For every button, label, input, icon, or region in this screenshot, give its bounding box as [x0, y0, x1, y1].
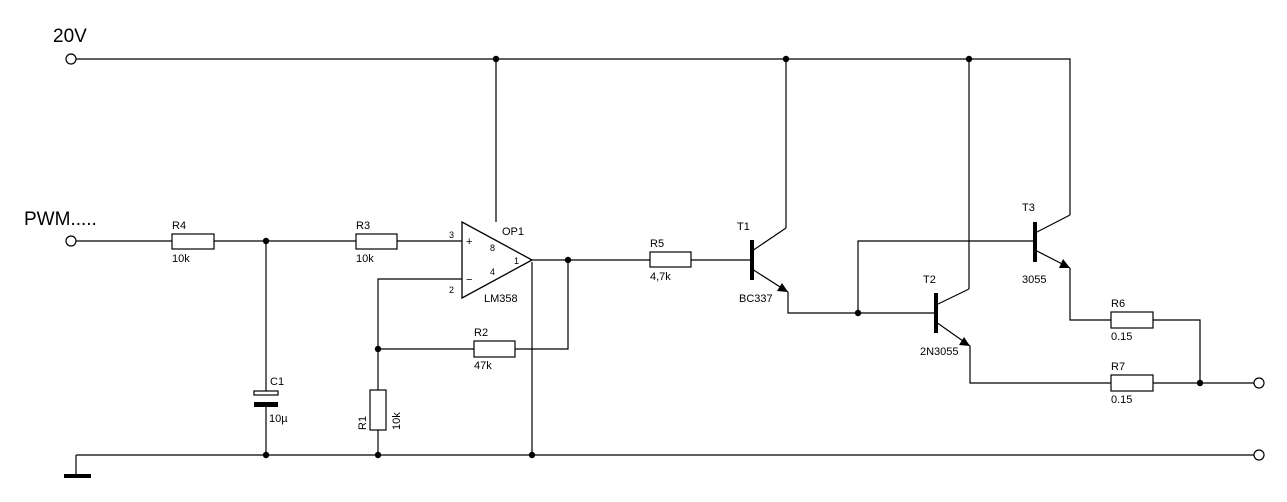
- opamp-name-label: OP1: [502, 226, 524, 238]
- junction-dot: [528, 451, 536, 459]
- junction-dot: [492, 55, 500, 63]
- t2-emitter-wire: [969, 346, 1111, 384]
- r6-name-label: R6: [1111, 298, 1125, 310]
- r4-value-label: 10k: [172, 253, 190, 265]
- t3-emitter-wire: [1069, 268, 1111, 321]
- transistor-t1[interactable]: [750, 227, 789, 293]
- junctions: [262, 55, 1204, 459]
- resistor-r6[interactable]: [1110, 311, 1154, 329]
- resistor-r4[interactable]: [171, 233, 215, 250]
- ground-return-terminal[interactable]: [1253, 449, 1265, 461]
- junction-dot: [965, 55, 973, 63]
- resistor-r2[interactable]: [473, 340, 516, 358]
- capacitor-plate-bottom: [254, 402, 278, 407]
- c1-value-label: 10µ: [269, 413, 288, 425]
- t2-name-label: T2: [923, 274, 936, 286]
- transistor-t2[interactable]: [934, 288, 971, 347]
- junction-dot: [262, 237, 270, 245]
- junction-dot: [374, 345, 382, 353]
- t1-part-label: BC337: [739, 293, 773, 305]
- r7-value-label: 0.15: [1111, 394, 1132, 406]
- t1-emitter-arrow-icon: [777, 283, 788, 292]
- resistor-r7[interactable]: [1110, 374, 1154, 392]
- resistor-r3[interactable]: [355, 233, 398, 250]
- r4-name-label: R4: [172, 220, 186, 232]
- t3-part-label: 3055: [1022, 274, 1046, 286]
- junction-dot: [854, 309, 862, 317]
- opamp-minus-icon: −: [466, 274, 472, 286]
- resistor-bodies: [171, 233, 1154, 431]
- r3-name-label: R3: [356, 220, 370, 232]
- inverting-input-wire: [377, 278, 462, 390]
- r5-name-label: R5: [650, 238, 664, 250]
- transistor-t3[interactable]: [1033, 214, 1071, 269]
- c1-name-label: C1: [270, 376, 284, 388]
- opamp-pin8-label: 8: [490, 243, 495, 253]
- opamp-triangle-icon: [461, 220, 534, 300]
- r6-right-wire: [1153, 319, 1201, 383]
- capacitor-c1[interactable]: [253, 390, 279, 407]
- r6-value-label: 0.15: [1111, 331, 1132, 343]
- capacitor-plate-top: [253, 390, 279, 396]
- t3-collector-leg: [1034, 214, 1071, 234]
- resistor-r1[interactable]: [369, 389, 387, 431]
- supply-terminal[interactable]: [65, 53, 77, 65]
- r7-name-label: R7: [1111, 361, 1125, 373]
- ground-symbol-icon: [64, 474, 91, 478]
- junction-dot: [262, 451, 270, 459]
- output-terminal[interactable]: [1253, 377, 1265, 389]
- t2-emitter-arrow-icon: [959, 337, 970, 346]
- t3-name-label: T3: [1022, 202, 1035, 214]
- labels: 20V PWM..... OP1 LM358 3 2 1 8 4 + − R4 …: [24, 26, 1132, 430]
- junction-dot: [782, 55, 790, 63]
- junction-dot: [1196, 379, 1204, 387]
- opamp-part-label: LM358: [484, 293, 518, 305]
- opamp-pin2-label: 2: [449, 285, 454, 295]
- r3-value-label: 10k: [356, 253, 374, 265]
- t2-collector-leg: [935, 288, 970, 306]
- resistor-r5[interactable]: [649, 251, 692, 268]
- junction-dot: [374, 451, 382, 459]
- r1-value-label: 10k: [391, 412, 403, 430]
- pwm-input-terminal[interactable]: [65, 235, 77, 247]
- pwm-input-label: PWM.....: [24, 209, 97, 230]
- r1-name-label: R1: [357, 416, 369, 430]
- supply-rail-wire: [76, 58, 1071, 215]
- t1-collector-leg: [751, 227, 787, 252]
- opamp-plus-icon: +: [466, 236, 472, 248]
- opamp-op1[interactable]: [461, 220, 534, 300]
- t1-name-label: T1: [737, 221, 750, 233]
- opamp-pin1-label: 1: [514, 256, 519, 266]
- supply-label: 20V: [53, 26, 87, 47]
- t2-part-label: 2N3055: [920, 346, 959, 358]
- r2-name-label: R2: [474, 327, 488, 339]
- r2-value-label: 47k: [474, 360, 492, 372]
- t3-emitter-arrow-icon: [1059, 259, 1070, 268]
- wires: [76, 58, 1254, 456]
- r5-value-label: 4,7k: [650, 271, 671, 283]
- terminals: [64, 53, 1265, 478]
- t3-base-wire: [857, 240, 1035, 313]
- r2-right-wire: [515, 260, 569, 350]
- opamp-pin3-label: 3: [449, 230, 454, 240]
- t1-emitter-wire: [787, 292, 936, 314]
- opamp-pin4-label: 4: [490, 267, 495, 277]
- junction-dot: [564, 256, 572, 264]
